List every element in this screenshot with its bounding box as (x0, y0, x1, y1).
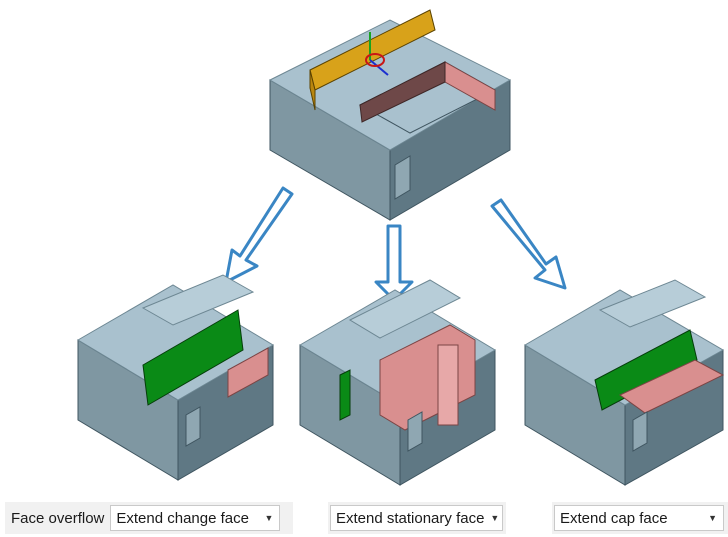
extended-stationary-face (339, 369, 351, 421)
dropdown-selected-value: Extend stationary face (336, 509, 485, 527)
face-overflow-control-2: Extend stationary face ▼ (328, 502, 506, 534)
face-overflow-label: Face overflow (11, 509, 105, 527)
arrow-center (374, 224, 414, 302)
result-extend-stationary-face (299, 279, 496, 486)
face-overflow-dropdown-change[interactable]: Extend change face ▼ (110, 505, 281, 531)
triad-icon (365, 32, 389, 76)
chevron-down-icon: ▼ (264, 513, 274, 523)
extended-cap-face (594, 329, 698, 411)
chevron-down-icon: ▼ (490, 513, 500, 523)
dropdown-selected-value: Extend change face (116, 509, 249, 527)
chevron-down-icon: ▼ (708, 513, 717, 523)
extended-change-face (142, 309, 244, 406)
face-overflow-dropdown-cap[interactable]: Extend cap face ▼ (554, 505, 724, 531)
arrow-right (490, 198, 567, 290)
original-part (268, 9, 512, 221)
result-extend-change-face (77, 274, 274, 481)
arrow-left (224, 186, 294, 284)
face-overflow-control-1: Face overflow Extend change face ▼ (5, 502, 293, 534)
result-extend-cap-face (524, 279, 725, 486)
face-overflow-control-3: Extend cap face ▼ (552, 502, 728, 534)
face-overflow-dropdown-stationary[interactable]: Extend stationary face ▼ (330, 505, 503, 531)
dropdown-selected-value: Extend cap face (560, 509, 668, 527)
